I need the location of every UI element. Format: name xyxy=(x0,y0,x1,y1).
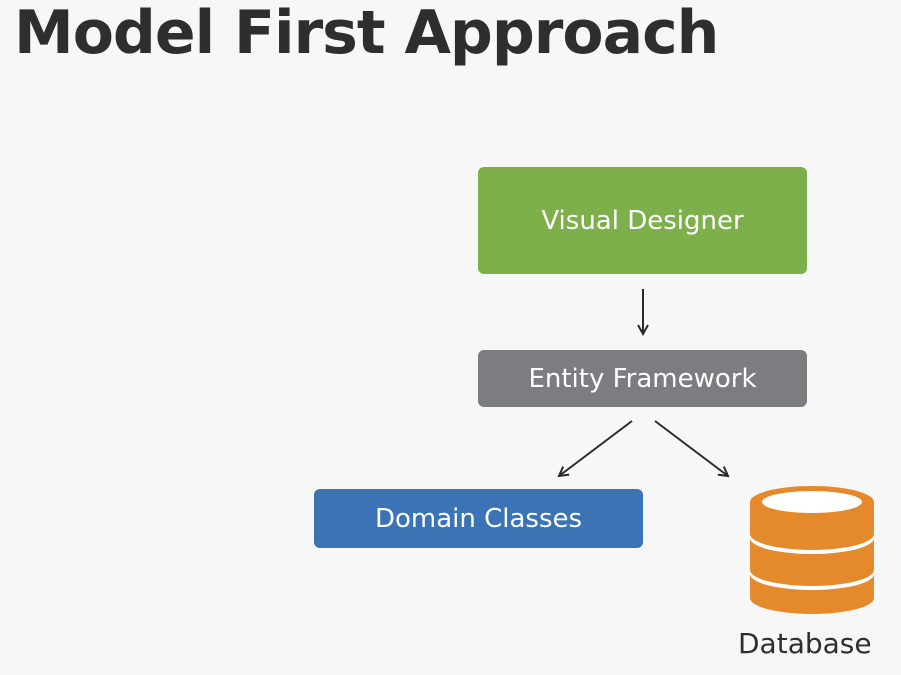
database-label: Database xyxy=(738,627,872,660)
database-icon xyxy=(750,486,874,614)
arrow-down-left-icon xyxy=(559,420,633,476)
slide-title: Model First Approach xyxy=(14,0,719,68)
domain-classes-box: Domain Classes xyxy=(314,489,643,548)
arrow-down-right-icon xyxy=(654,420,728,476)
entity-framework-label: Entity Framework xyxy=(528,363,757,394)
entity-framework-box: Entity Framework xyxy=(478,350,807,407)
visual-designer-label: Visual Designer xyxy=(541,205,744,236)
domain-classes-label: Domain Classes xyxy=(374,503,583,534)
visual-designer-box: Visual Designer xyxy=(478,167,807,274)
